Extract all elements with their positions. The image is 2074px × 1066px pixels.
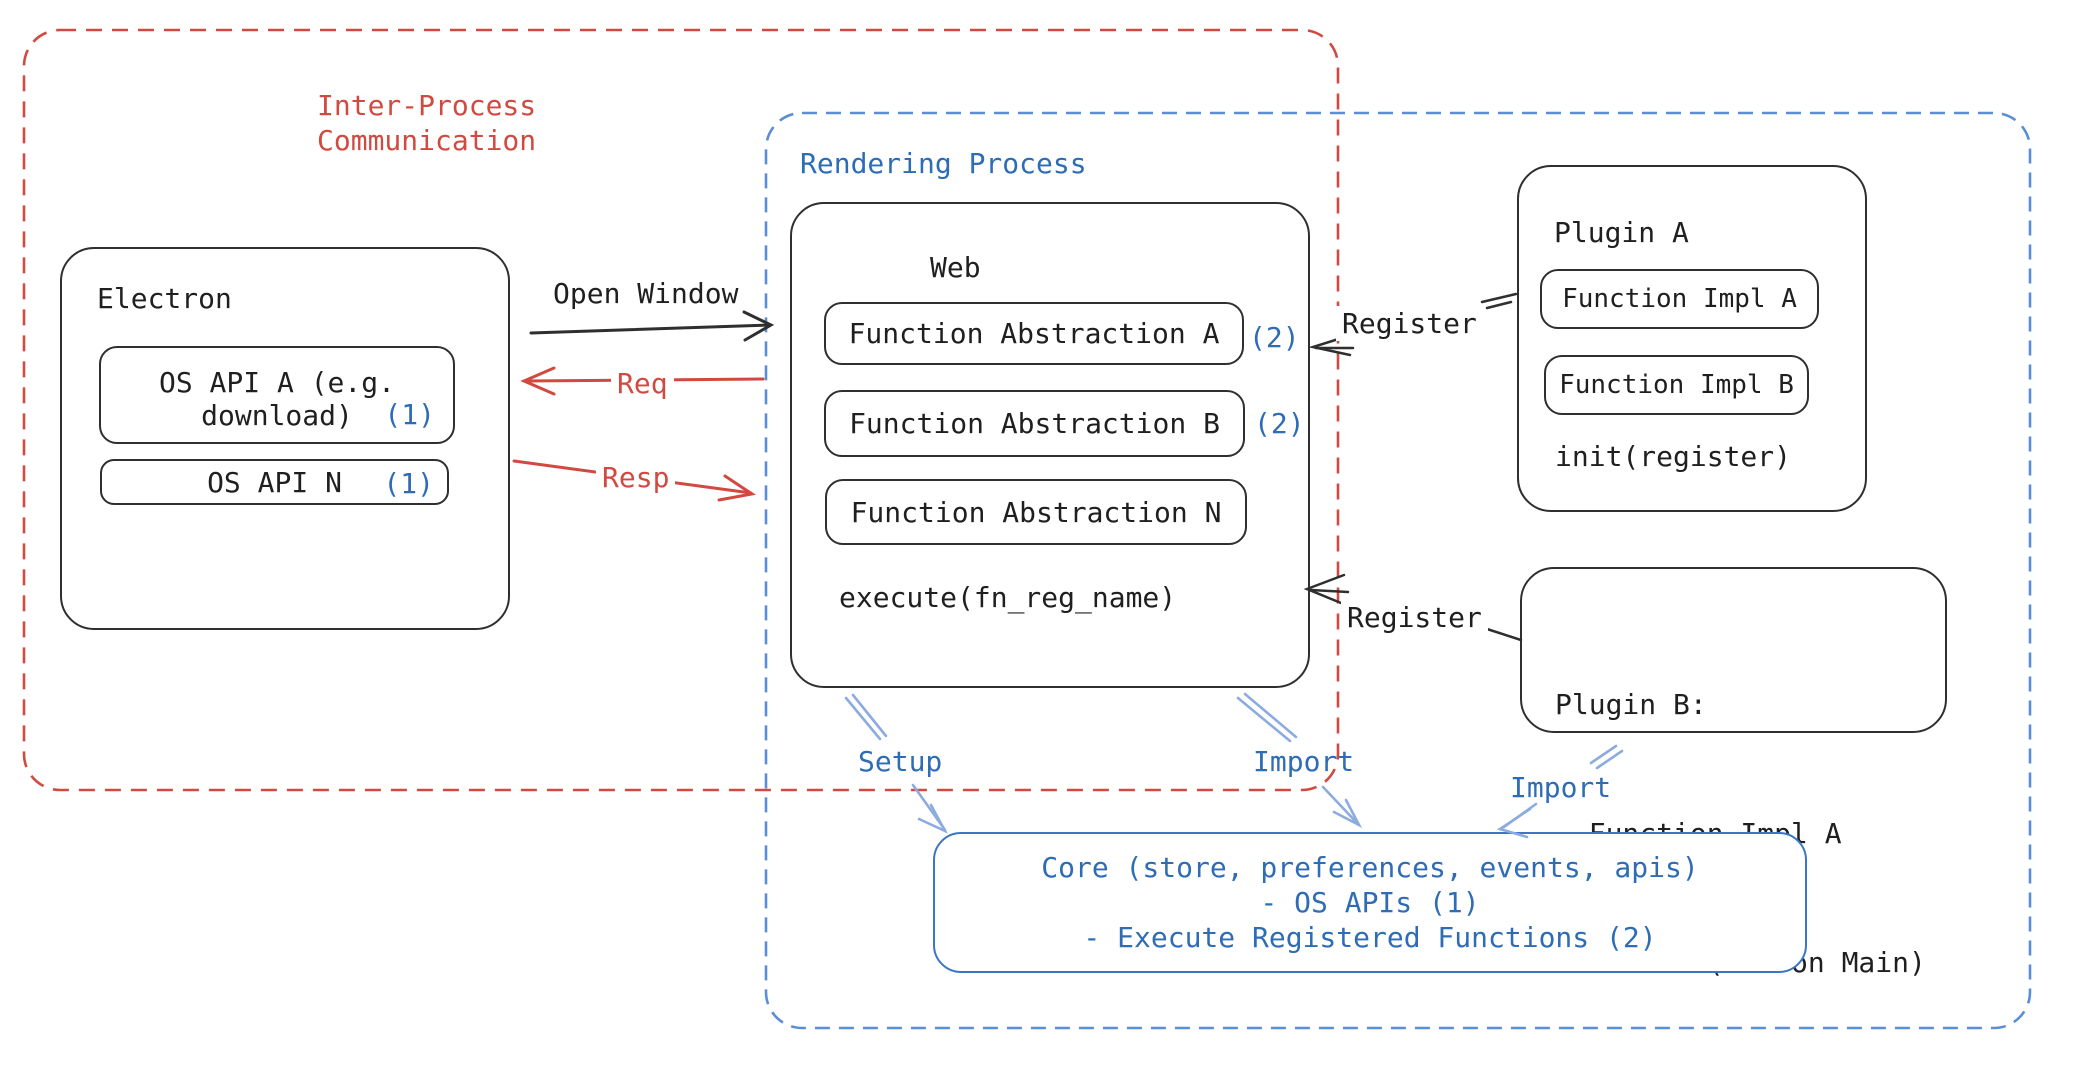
fn-abstraction-b-box: Function Abstraction B: [824, 390, 1245, 457]
fn-abstraction-b-label: Function Abstraction B: [849, 407, 1220, 440]
web-box: Web Function Abstraction A (2) Function …: [790, 202, 1310, 688]
os-api-a-line1: OS API A (e.g.: [158, 366, 395, 399]
electron-title: Electron: [97, 282, 232, 315]
web-title: Web: [930, 251, 981, 284]
os-api-n-box: OS API N (1): [100, 459, 449, 505]
execute-label: execute(fn_reg_name): [839, 581, 1177, 614]
core-line2: - OS APIs (1): [1260, 886, 1480, 919]
fn-abstraction-n-label: Function Abstraction N: [850, 495, 1222, 529]
core-line3: - Execute Registered Functions (2): [1083, 921, 1657, 954]
register-bottom-label: Register: [1341, 600, 1488, 635]
setup-label: Setup: [858, 745, 943, 778]
plugin-a-impl-b-box: Function Impl B: [1544, 355, 1809, 415]
plugin-b-box: Plugin B: - Function Impl A - Module (ru…: [1520, 567, 1947, 979]
plugin-a-box: Plugin A Function Impl A Function Impl B…: [1517, 165, 1867, 512]
fn-abstraction-a-box: Function Abstraction A: [824, 302, 1244, 365]
os-api-a-box: OS API A (e.g. download) (1): [99, 346, 455, 444]
fn-abstraction-a-badge: (2): [1249, 321, 1300, 354]
register-top-label: Register: [1336, 306, 1483, 341]
plugin-a-init-label: init(register): [1555, 440, 1792, 473]
req-label: Req: [611, 366, 674, 401]
fn-abstraction-a-label: Function Abstraction A: [848, 317, 1220, 350]
os-api-n-badge: (1): [383, 467, 434, 500]
plugin-a-title: Plugin A: [1554, 216, 1689, 249]
os-api-a-badge: (1): [384, 398, 435, 431]
rendering-process-label: Rendering Process: [800, 147, 1087, 180]
plugin-a-impl-a-label: Function Impl A: [1562, 284, 1797, 314]
plugin-b-title: Plugin B:: [1555, 688, 1707, 721]
fn-abstraction-n-box: Function Abstraction N: [825, 479, 1247, 545]
import-plugin-label: Import: [1510, 771, 1612, 804]
open-window-arrow: [529, 310, 775, 342]
core-box: Core (store, preferences, events, apis) …: [933, 832, 1807, 973]
os-api-n-label: OS API N: [207, 465, 342, 499]
resp-label: Resp: [596, 460, 676, 495]
ipc-label: Inter-Process Communication: [317, 89, 537, 157]
electron-box: Electron OS API A (e.g. download) (1) OS…: [60, 247, 510, 630]
open-window-label: Open Window: [553, 277, 739, 310]
import-web-label: Import: [1253, 745, 1355, 778]
core-line1: Core (store, preferences, events, apis): [1041, 851, 1699, 884]
plugin-a-impl-a-box: Function Impl A: [1540, 269, 1819, 329]
fn-abstraction-b-badge: (2): [1254, 407, 1305, 440]
plugin-a-impl-b-label: Function Impl B: [1559, 370, 1794, 400]
